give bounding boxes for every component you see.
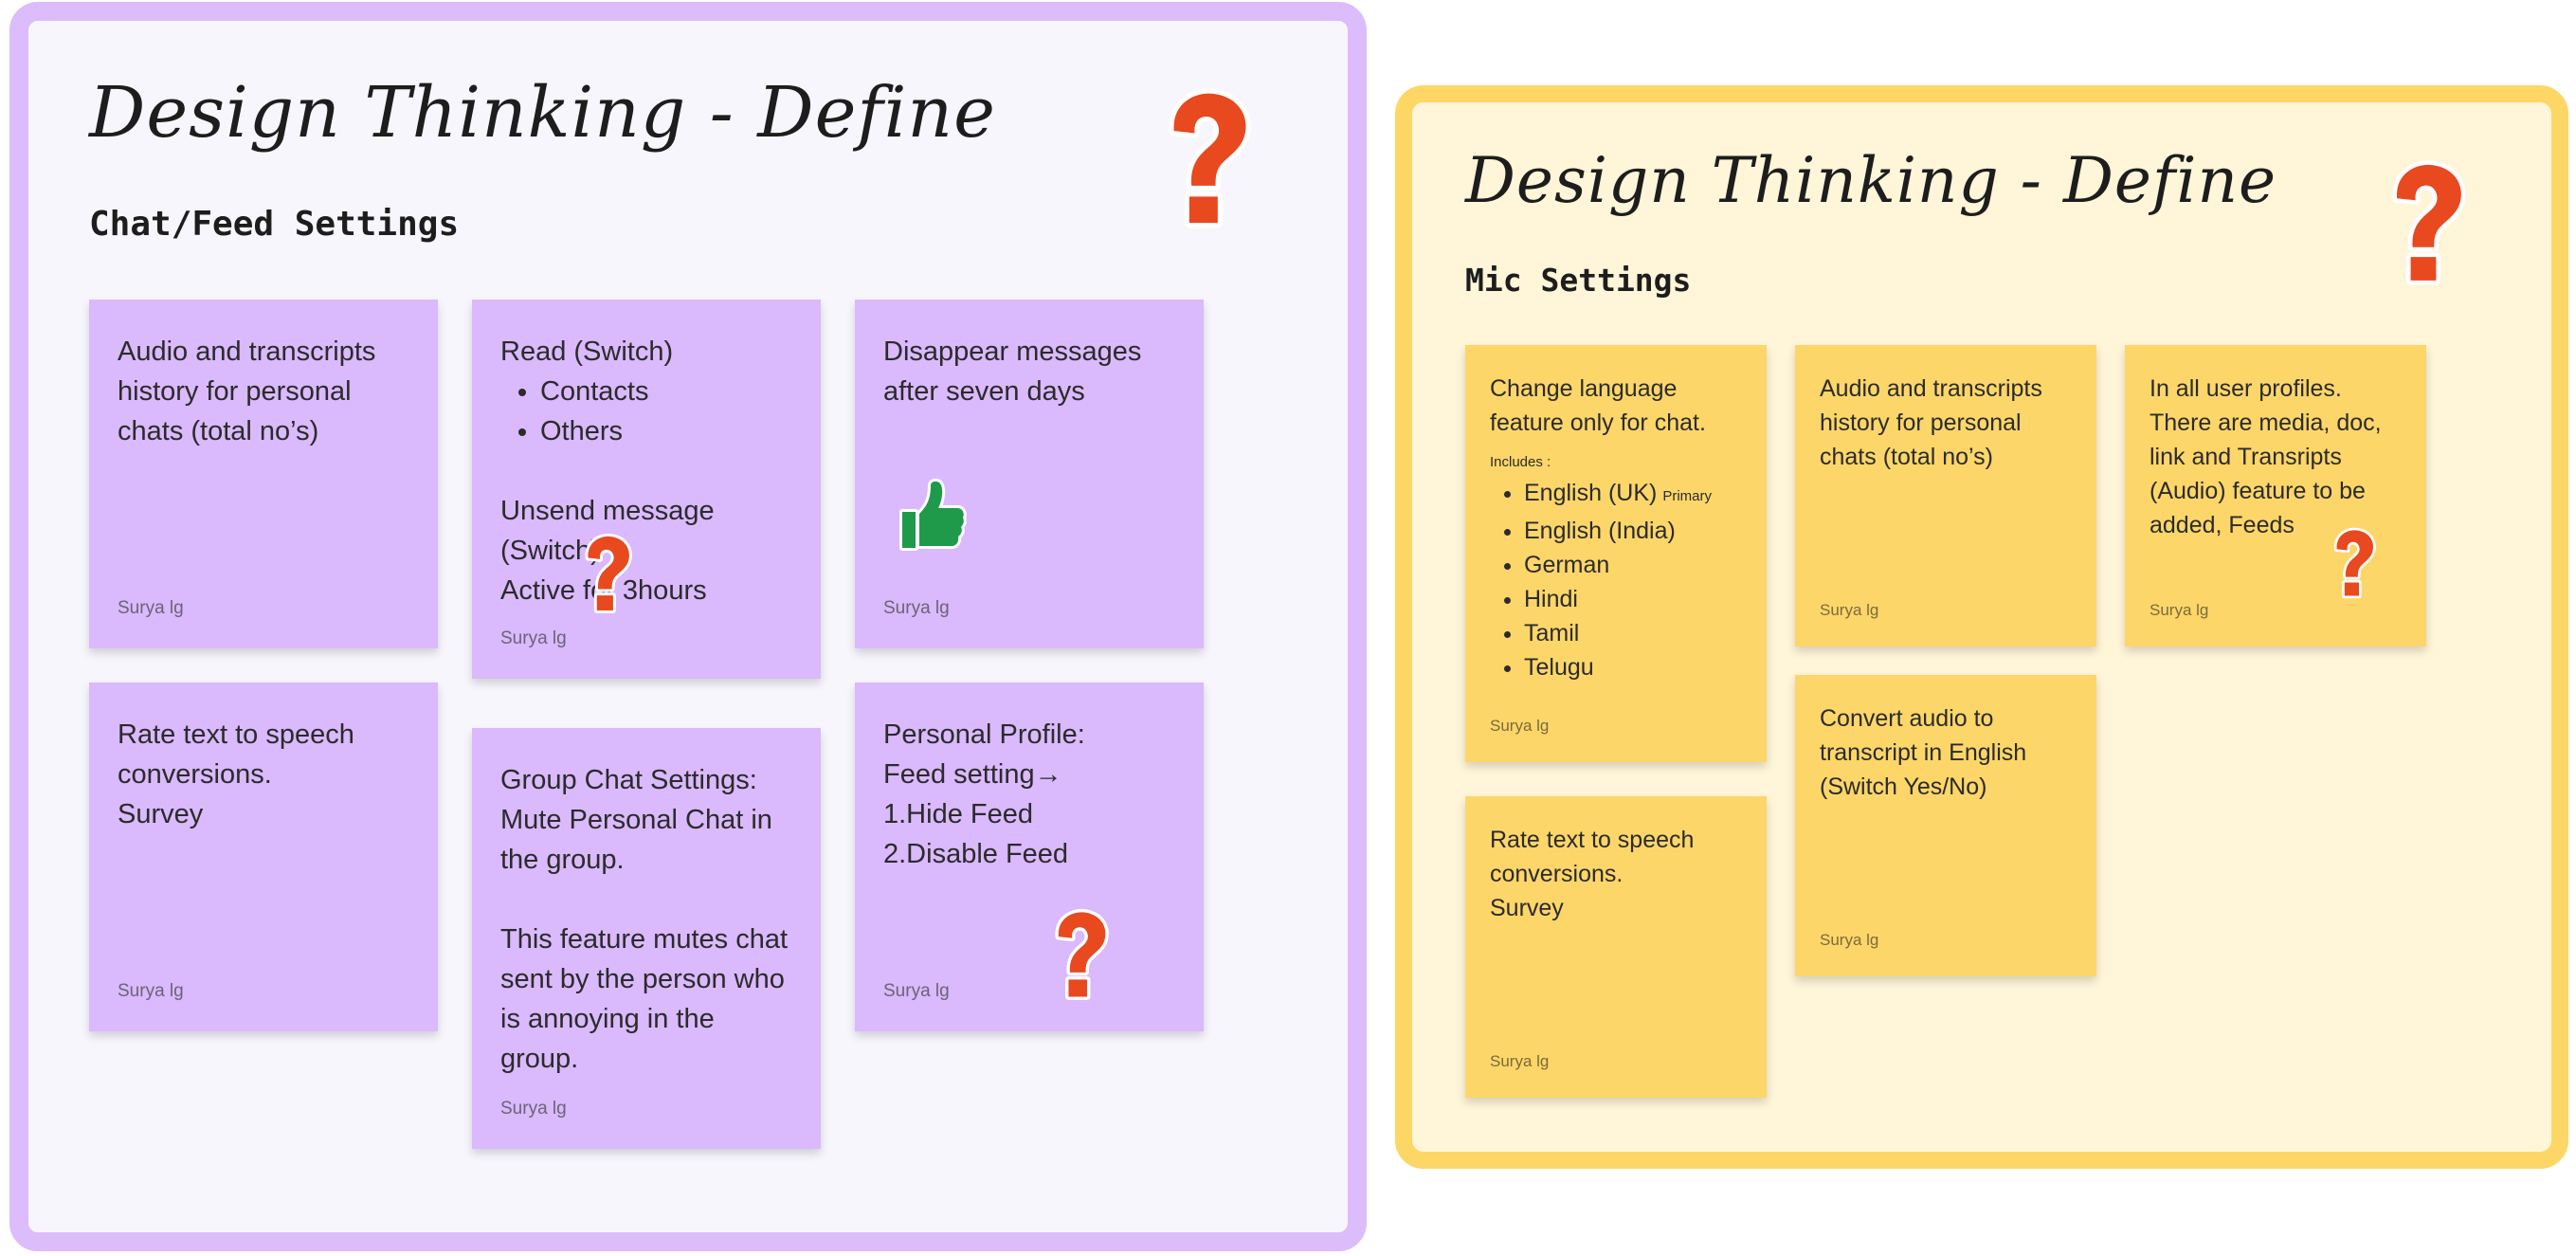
note-text: Read (Switch): [500, 337, 674, 367]
board-subtitle: Chat/Feed Settings: [89, 205, 460, 244]
note-text: Audio and transcripts history for person…: [118, 337, 376, 446]
primary-tag: Primary: [1662, 488, 1712, 504]
language-list: English (UK)Primary English (India) Germ…: [1490, 476, 1742, 684]
note-author: Surya lg: [883, 981, 950, 1001]
list-item: Others: [540, 411, 792, 451]
sticky-note[interactable]: In all user profiles. There are media, d…: [2125, 345, 2426, 646]
includes-label: Includes :: [1490, 454, 1551, 470]
note-text: Audio and transcripts history for person…: [1820, 375, 2042, 470]
question-mark-icon: [1149, 87, 1261, 229]
note-author: Surya lg: [1490, 1052, 1550, 1070]
note-text: Rate text to speech conversions. Survey: [1490, 827, 1695, 921]
sticky-note[interactable]: Rate text to speech conversions. Survey …: [89, 683, 438, 1031]
note-author: Surya lg: [1820, 931, 1879, 949]
note-author: Surya lg: [500, 1099, 567, 1119]
board-subtitle: Mic Settings: [1465, 262, 1692, 299]
note-author: Surya lg: [2150, 601, 2209, 619]
note-author: Surya lg: [1490, 717, 1550, 735]
list-item: Hindi: [1524, 582, 1742, 616]
note-text: In all user profiles. There are media, d…: [2150, 375, 2382, 538]
list-item: Tamil: [1524, 616, 1742, 650]
note-author: Surya lg: [883, 598, 950, 618]
sticky-note[interactable]: Read (Switch) Contacts Others Unsend mes…: [472, 300, 821, 679]
note-text: Convert audio to transcript in English (…: [1820, 705, 2027, 800]
note-author: Surya lg: [500, 628, 567, 648]
sticky-note[interactable]: Rate text to speech conversions. Survey …: [1465, 796, 1767, 1098]
note-author: Surya lg: [1820, 601, 1879, 619]
sticky-note[interactable]: Disappear messages after seven days Sury…: [855, 300, 1204, 648]
note-text: Rate text to speech conversions. Survey: [118, 719, 354, 829]
sticky-note[interactable]: Change language feature only for chat. I…: [1465, 345, 1767, 762]
note-text: Disappear messages after seven days: [883, 337, 1142, 407]
question-mark-icon: [2324, 527, 2381, 599]
sticky-note[interactable]: Audio and transcripts history for person…: [1795, 345, 2096, 646]
list-item: Contacts: [540, 372, 792, 411]
question-mark-icon: [1043, 908, 1115, 1001]
question-mark-icon: [574, 533, 637, 614]
board-title: Design Thinking - Define: [1465, 144, 2277, 217]
note-text: Group Chat Settings: Mute Personal Chat …: [500, 765, 789, 1074]
list-item: English (UK)Primary: [1524, 476, 1742, 514]
question-mark-icon: [2375, 159, 2474, 286]
sticky-note[interactable]: Group Chat Settings: Mute Personal Chat …: [472, 728, 821, 1149]
note-text: Unsend message (Switch) Active for 3hour…: [500, 496, 715, 606]
board-title: Design Thinking - Define: [89, 72, 996, 154]
sticky-note[interactable]: Convert audio to transcript in English (…: [1795, 675, 2096, 976]
list-item: Telugu: [1524, 650, 1742, 684]
thumbs-up-icon: [899, 478, 967, 551]
note-bullet-list: Contacts Others: [500, 372, 792, 451]
note-author: Surya lg: [118, 981, 184, 1001]
sticky-note[interactable]: Personal Profile: Feed setting→ 1.Hide F…: [855, 683, 1204, 1031]
sticky-note[interactable]: Audio and transcripts history for person…: [89, 300, 438, 648]
list-item: English (India): [1524, 514, 1742, 548]
note-text: Change language feature only for chat.: [1490, 375, 1706, 436]
note-text: Personal Profile: Feed setting→ 1.Hide F…: [883, 719, 1085, 869]
note-author: Surya lg: [118, 598, 184, 618]
list-item: German: [1524, 548, 1742, 582]
